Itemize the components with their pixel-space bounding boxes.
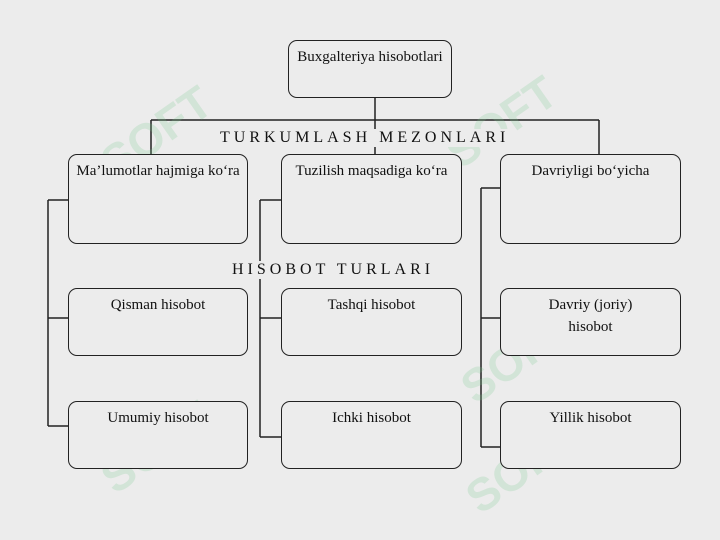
root-node: Buxgalteriya hisobotlari [288,40,452,98]
report-node: Umumiy hisobot [68,401,248,469]
types-caption: HISOBOT TURLARI [232,261,435,279]
criterion-node-2: Tuzilish maqsadiga ko‘ra [281,154,462,244]
criterion-node-3: Davriyligi bo‘yicha [500,154,681,244]
report-node: Davriy (joriy) hisobot [500,288,681,356]
report-node: Qisman hisobot [68,288,248,356]
report-node: Ichki hisobot [281,401,462,469]
report-node: Yillik hisobot [500,401,681,469]
criterion-node-1: Ma’lumotlar hajmiga ko‘ra [68,154,248,244]
criteria-caption: TURKUMLASH MEZONLARI [220,129,510,147]
report-node: Tashqi hisobot [281,288,462,356]
